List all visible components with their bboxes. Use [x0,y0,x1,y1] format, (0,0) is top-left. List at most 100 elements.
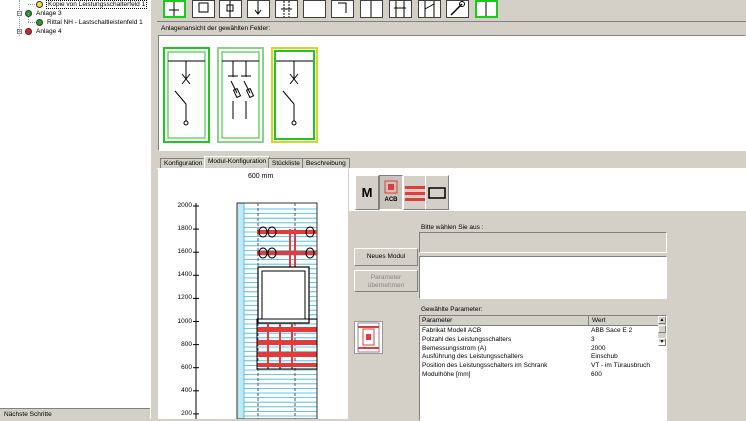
acb-module-button[interactable]: ACB [379,175,403,210]
cabinet-drawing[interactable]: 600 mm 2000 1800 1600 1400 1200 1000 800 600 400… [158,169,348,419]
cabinet-field-selected[interactable] [271,47,318,143]
pipe-symbol-button[interactable] [360,0,383,18]
tree-guide-line [28,4,35,5]
cell-parameter: Bemessungsstrom (A) [422,344,487,352]
tree-guide-line [28,13,29,22]
tree-guide-line [28,22,35,23]
fuse-icon [226,1,234,17]
tree-item-label: Rittal NH - Lastschaltleistenfeld 1 [47,19,143,26]
fuse-switch-symbol [221,51,260,139]
cell-wert: 3 [591,335,595,343]
status-green-icon [36,19,43,26]
next-steps-bar[interactable]: Nächste Schritte [0,408,150,419]
cell-parameter: Ausführung des Leistungsschalters [422,353,524,361]
cell-wert: Einschub [591,353,618,361]
table-row[interactable]: Modulhöhe [mm] 600 [420,370,658,379]
busbar-module-button[interactable] [403,175,427,210]
column-header-wert[interactable]: Wert [588,316,662,325]
parameter-table[interactable]: Parameter Wert Fabrikat Modell ACB ABB Sa… [419,315,667,421]
y-tick-label: 800 [181,340,192,348]
corner-icon [338,2,347,13]
cell-wert: VT - im Türausbruch [591,362,651,370]
y-tick-label: 1800 [177,225,192,233]
cell-parameter: Polzahl des Leistungsschalters [422,335,512,343]
arrow-symbol-button[interactable] [247,0,270,18]
pipe-icon [370,1,372,17]
breaker-symbol [274,50,315,140]
splitter[interactable] [150,0,157,419]
busbar-icon [405,186,425,201]
y-tick-label: 600 [181,363,192,371]
y-tick-label: 1200 [177,294,192,302]
table-row[interactable]: Position des Leistungsschalters im Schra… [420,361,658,370]
y-tick-label: 1000 [177,317,192,325]
scroll-thumb[interactable] [658,325,666,333]
acb-icon [384,180,398,194]
cell-wert: 2000 [591,344,606,352]
status-red-icon [25,28,32,35]
cell-parameter: Position des Leistungsschalters im Schra… [422,362,548,370]
acb-preview-icon [357,322,380,353]
blank-symbol-button[interactable] [303,0,326,18]
tree-item-label: Anlage 4 [36,28,62,35]
tab-beschreibung[interactable]: Beschreibung [302,158,350,169]
table-row[interactable]: Bemessungsstrom (A) 2000 [420,344,658,353]
line-symbol-button[interactable] [475,0,498,18]
cell-parameter: Modulhöhe [mm] [422,371,471,378]
double-line-symbol-button[interactable] [275,0,298,18]
y-tick-label: 400 [181,386,192,394]
y-tick-label: 1600 [177,248,192,256]
box-symbol-button[interactable] [192,0,215,18]
switch-icon [169,2,179,16]
empty-module-button[interactable] [425,175,449,210]
tree-item[interactable]: Kopie von Leistungsschalterfeld 1 [0,0,150,9]
project-tree[interactable]: Kopie von Leistungsschalterfeld 1 − Anla… [0,0,151,408]
frame-icon [428,187,446,199]
status-yellow-icon [36,1,43,8]
scroll-up-icon[interactable]: ▲ [658,316,666,324]
apply-parameters-button[interactable]: Parameter übernehmen [354,270,418,292]
box-icon [198,2,209,13]
y-tick-label: 1400 [177,271,192,279]
tool-symbol-button[interactable] [418,0,441,18]
tree-item[interactable]: Rittal NH - Lastschaltleistenfeld 1 [0,18,150,27]
cell-parameter: Fabrikat Modell ACB [422,327,482,334]
scroll-down-icon[interactable]: ▼ [658,338,666,346]
cabinet-field[interactable] [217,47,264,143]
cell-wert: ABB Sace E 2 [591,327,633,334]
switch-symbol-button[interactable] [163,0,186,18]
corner-symbol-button[interactable] [331,0,354,18]
table-row[interactable]: Fabrikat Modell ACB ABB Sace E 2 [420,326,658,335]
tree-item[interactable]: + Anlage 4 [0,27,150,36]
cabinet-field[interactable] [163,47,210,143]
option-list[interactable] [419,256,667,299]
choose-label: Bitte wählen Sie aus : [421,224,484,231]
module-preview [354,321,383,354]
table-header: Parameter Wert [420,316,658,326]
selected-params-label: Gewählte Parameter: [421,306,483,313]
fuse-symbol-button[interactable] [219,0,242,18]
cell-wert: 600 [591,371,602,378]
switch-pair-symbol-button[interactable] [389,0,412,18]
tool2-symbol-button[interactable] [446,0,469,18]
y-tick-label: 2000 [177,202,192,209]
wrench-icon [450,1,465,16]
breaker-symbol [167,51,206,139]
line-icon [485,2,487,16]
choose-field[interactable] [419,232,667,253]
double-line-icon [281,1,292,17]
table-scrollbar[interactable]: ▲ ▼ [658,316,666,346]
splitter-edge [150,0,151,419]
column-header-parameter[interactable]: Parameter [422,317,453,324]
table-row[interactable]: Polzahl des Leistungsschalters 3 [420,335,658,344]
table-row[interactable]: Ausführung des Leistungsschalters Einschu… [420,352,658,361]
width-label: 600 mm [248,173,274,180]
motor-module-button[interactable]: M [355,175,379,210]
field-view-label: Anlagenansicht der gewählten Felder: [161,25,271,32]
tree-item[interactable]: − Anlage 3 [0,9,150,18]
y-tick-label: 200 [181,409,192,417]
cabinet-elevation [193,202,318,419]
motor-module-label: M [361,185,373,200]
new-module-button[interactable]: Neues Modul [354,248,418,266]
tab-divider [157,168,746,169]
